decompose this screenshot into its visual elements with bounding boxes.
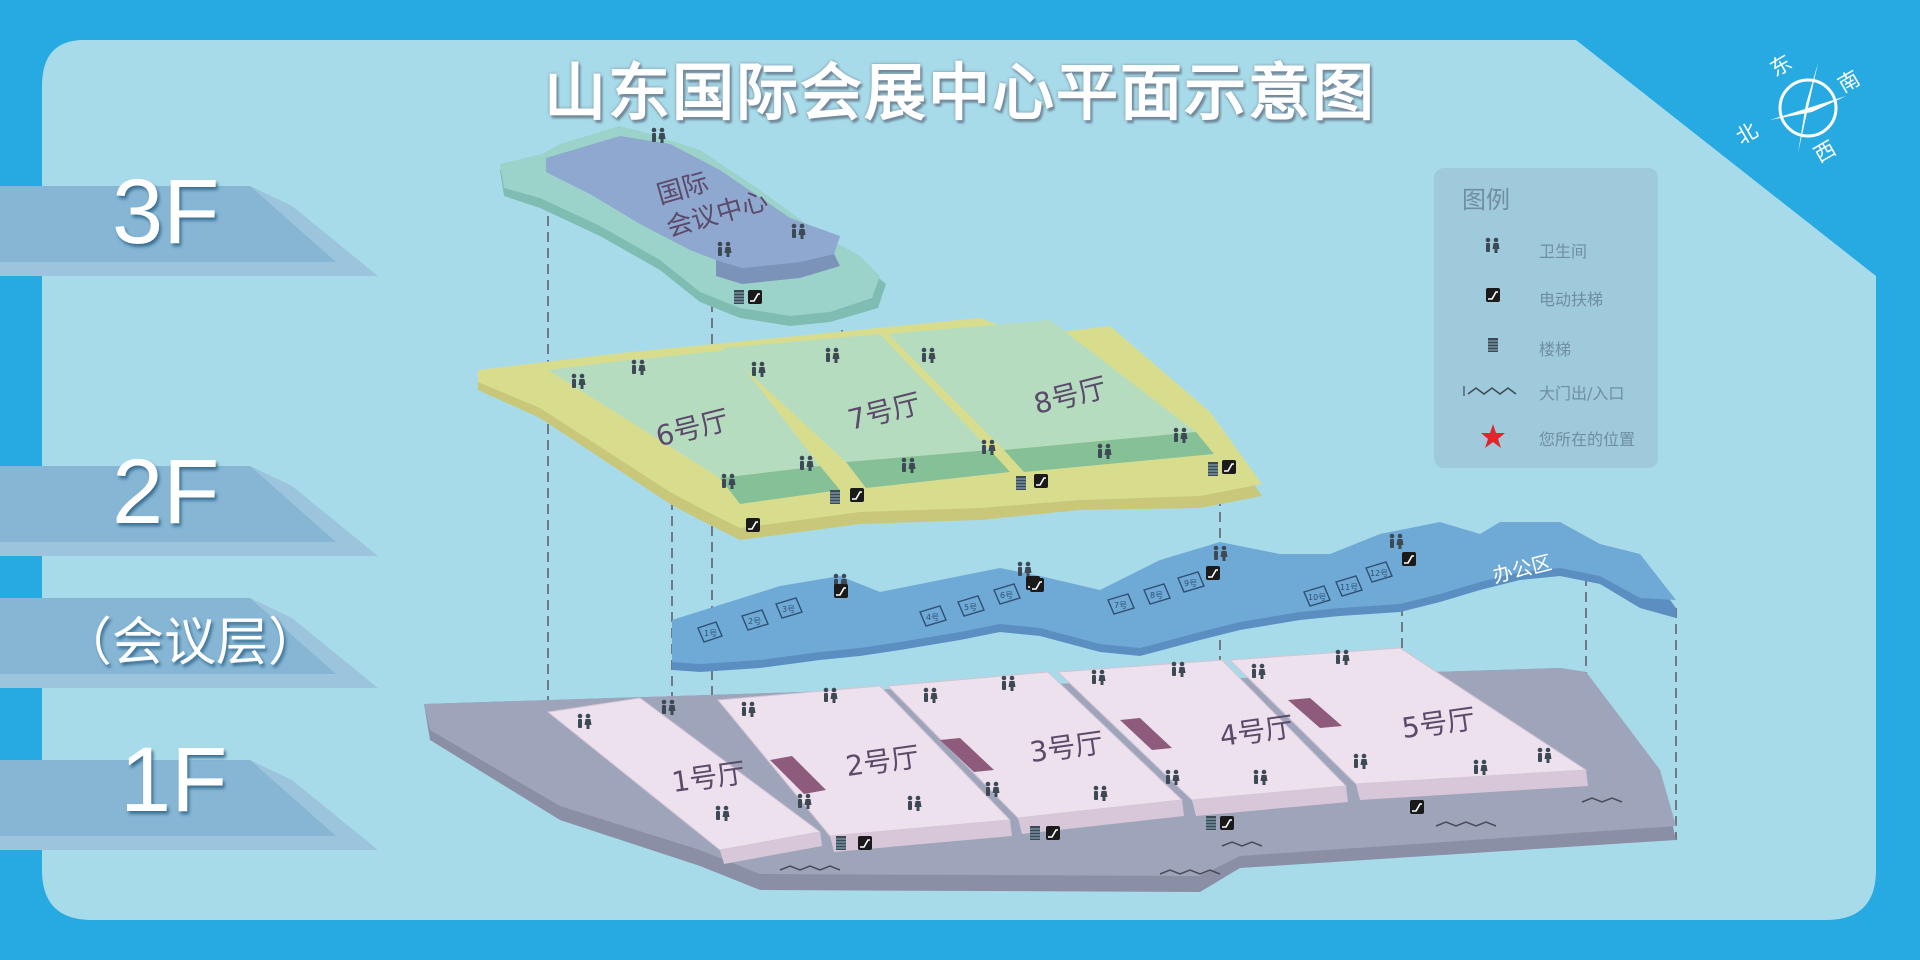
compass-icon [1770, 63, 1846, 153]
legend-item-entrance: 大门出/入口 [1434, 372, 1658, 408]
stairs-icon [1487, 337, 1499, 353]
meeting-room-labels: 1号 2号 3号 4号 5号 6号 7号 8号 9号 10号 11号 12号 [704, 569, 1388, 638]
floor-label-3f: 3F [112, 161, 220, 263]
level-3-plan [500, 126, 886, 326]
svg-text:3号: 3号 [782, 605, 795, 614]
legend-item-escalator: 电动扶梯 [1434, 278, 1658, 314]
entrance-icon [1463, 386, 1517, 396]
svg-text:5号: 5号 [964, 603, 977, 612]
svg-text:8号: 8号 [1150, 591, 1163, 600]
legend-item-restroom: 卫生间 [1434, 230, 1658, 266]
svg-text:12号: 12号 [1370, 569, 1388, 578]
floor-ribbons [0, 186, 378, 850]
svg-text:2号: 2号 [748, 617, 761, 626]
entrance-icons [779, 797, 1623, 875]
svg-text:1号: 1号 [704, 629, 717, 638]
svg-text:4号: 4号 [926, 613, 939, 622]
restroom-icon [1485, 237, 1500, 253]
level-1-plan [424, 647, 1676, 892]
floor-label-1f: 1F [120, 729, 228, 831]
floor-label-2f: 2F [112, 441, 220, 543]
svg-text:6号: 6号 [1000, 591, 1013, 600]
legend-item-you-are-here: 您所在的位置 [1434, 418, 1658, 454]
floor-label-2f-sub: （会议层） [60, 614, 321, 672]
svg-text:10号: 10号 [1308, 593, 1326, 602]
legend-title: 图例 [1462, 186, 1510, 214]
svg-text:9号: 9号 [1184, 579, 1197, 588]
escalator-icon [1485, 287, 1501, 303]
legend-item-stairs: 楼梯 [1434, 328, 1658, 364]
you-are-here-star-icon [1481, 424, 1505, 448]
mezzanine-plan [672, 522, 1676, 672]
svg-text:7号: 7号 [1114, 601, 1127, 610]
map-legend: 图例 卫生间 电动扶梯 楼梯 大门出/入口 您所在的位置 [1434, 168, 1658, 468]
map-title: 山东国际会展中心平面示意图 [543, 56, 1376, 129]
svg-text:11号: 11号 [1340, 583, 1358, 592]
level-2-plan [478, 318, 1262, 540]
